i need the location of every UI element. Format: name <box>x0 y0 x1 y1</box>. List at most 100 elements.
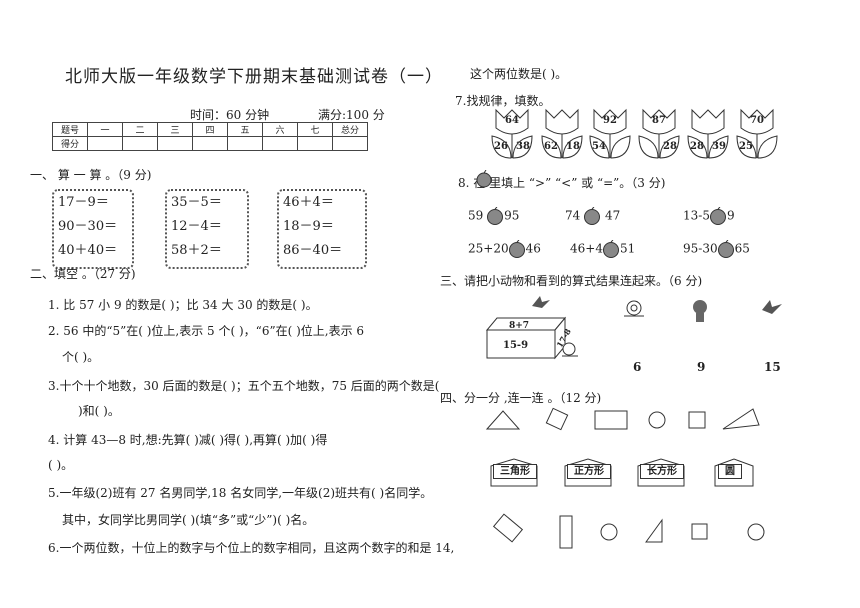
shape-sign-label: 正方形 <box>567 464 611 479</box>
compare-item: 74 47 <box>565 207 620 225</box>
tulip-icon <box>638 108 680 159</box>
score-header: 总分 <box>332 122 368 137</box>
box-expression: 8+7 <box>509 321 529 331</box>
score-cell[interactable] <box>297 136 333 151</box>
square-shape[interactable] <box>545 407 569 431</box>
monkey-icon <box>693 300 707 322</box>
compare-right: 65 <box>734 241 750 256</box>
compare-left: 46+4 <box>570 241 603 256</box>
fill-line: 其中，女同学比男同学( )(填“多”或“少”)( )名。 <box>62 513 315 527</box>
fill-line: 5.一年级(2)班有 27 名男同学,18 名女同学,一年级(2)班共有( )名… <box>48 486 433 500</box>
q7-heading: 7.找规律，填数。 <box>455 94 551 108</box>
fill-line: 2. 56 中的“5”在( )位上,表示 5 个( )，“6”在( )位上,表示… <box>48 324 365 338</box>
tulip-top-number: 87 <box>652 115 666 126</box>
page-title: 北师大版一年级数学下册期末基础测试卷（一） <box>65 67 443 87</box>
apple-icon[interactable] <box>602 240 620 258</box>
score-cell[interactable] <box>192 136 228 151</box>
tulip-left-number: 54 <box>592 141 606 152</box>
square-shape[interactable] <box>688 411 706 429</box>
compare-right: 47 <box>604 208 621 223</box>
compare-right: 9 <box>726 208 735 223</box>
compare-item: 95-30 65 <box>683 240 750 258</box>
apple-icon[interactable] <box>584 207 601 225</box>
score-header: 六 <box>262 122 298 137</box>
rectangle-shape[interactable] <box>492 513 524 543</box>
apple-icon <box>476 170 492 188</box>
tulip-item: 92 54 <box>588 106 632 166</box>
shape-sign: 长方形 <box>637 458 685 487</box>
score-table: 题号 一 二 三 四 五 六 七 总分 得分 <box>52 122 368 151</box>
score-cell[interactable] <box>157 136 193 151</box>
score-header: 二 <box>122 122 158 137</box>
circle-shape[interactable] <box>747 523 765 541</box>
calc-item: 12－4＝ <box>171 219 222 234</box>
tulip-left-number: 62 <box>544 141 558 152</box>
house-outline-icon <box>490 458 538 487</box>
tulip-right-number: 39 <box>712 141 726 152</box>
calc-item: 58＋2＝ <box>171 243 222 258</box>
compare-right: 95 <box>504 208 520 223</box>
bird-icon <box>532 296 550 308</box>
answer-number: 6 <box>633 360 642 374</box>
tulip-left-number: 26 <box>494 141 508 152</box>
calc-item: 35－5＝ <box>171 195 222 210</box>
q8-heading: 8. 在 里填上 “>” “<” 或 “=”。（3 分) <box>458 176 666 190</box>
section-3-heading: 三、请把小动物和看到的算式结果连起来。（6 分) <box>440 274 703 288</box>
box-expression: 15-9 <box>503 340 528 351</box>
tulip-icon <box>687 108 729 159</box>
triangle-shape[interactable] <box>722 408 760 430</box>
section-2-heading: 二、填空 。（27 分) <box>30 267 136 281</box>
rectangle-shape[interactable] <box>559 515 573 549</box>
apple-icon[interactable] <box>508 240 526 258</box>
calc-item: 46＋4＝ <box>283 195 334 210</box>
apple-icon[interactable] <box>717 240 735 258</box>
fill-line: 个( )。 <box>62 350 100 364</box>
score-header: 三 <box>157 122 193 137</box>
score-cell[interactable] <box>122 136 158 151</box>
tulip-left-number: 28 <box>690 141 704 152</box>
triangle-shape[interactable] <box>645 518 663 543</box>
q6-continuation: 这个两位数是( )。 <box>470 67 568 81</box>
score-cell[interactable] <box>87 136 123 151</box>
compare-right: 46 <box>525 241 541 256</box>
score-header: 题号 <box>52 122 88 137</box>
calc-item: 18－9＝ <box>283 219 334 234</box>
calc-item: 17－9＝ <box>58 195 109 210</box>
compare-left: 95-30 <box>683 241 718 256</box>
calc-box-2: 35－5＝ 12－4＝ 58＋2＝ <box>165 189 249 269</box>
score-cell[interactable] <box>227 136 263 151</box>
score-row-label: 得分 <box>52 136 88 151</box>
house-outline-icon <box>637 458 685 487</box>
score-cell[interactable] <box>332 136 368 151</box>
score-cell[interactable] <box>262 136 298 151</box>
tulip-top-number: 64 <box>505 115 519 126</box>
square-shape[interactable] <box>691 523 708 540</box>
shapes-row-2 <box>492 513 765 549</box>
fill-line: 3.十个十个地数，30 后面的数是( )；五个五个地数，75 后面的两个数是( <box>48 379 440 393</box>
calc-item: 86－40＝ <box>283 243 343 258</box>
full-score-label: 满分:100 分 <box>318 108 385 122</box>
fill-line: )和( )。 <box>78 404 120 418</box>
rectangle-shape[interactable] <box>594 410 628 430</box>
circle-shape[interactable] <box>600 523 618 541</box>
triangle-shape[interactable] <box>485 410 521 430</box>
apple-icon[interactable] <box>487 207 504 225</box>
score-header: 七 <box>297 122 333 137</box>
bird-icon <box>762 300 782 314</box>
house-outline-icon <box>714 458 754 487</box>
shape-sign: 三角形 <box>490 458 538 487</box>
score-header: 五 <box>227 122 263 137</box>
shape-sign-label: 三角形 <box>493 464 537 479</box>
tulip-icon <box>589 108 631 159</box>
compare-left: 74 <box>565 208 581 223</box>
circle-shape[interactable] <box>648 411 666 429</box>
calc-item: 90－30＝ <box>58 219 118 234</box>
tulip-top-number: 92 <box>603 115 617 126</box>
apple-icon[interactable] <box>709 207 727 225</box>
shape-sign-label: 圆 <box>718 464 742 479</box>
tulip-icon <box>491 108 533 159</box>
